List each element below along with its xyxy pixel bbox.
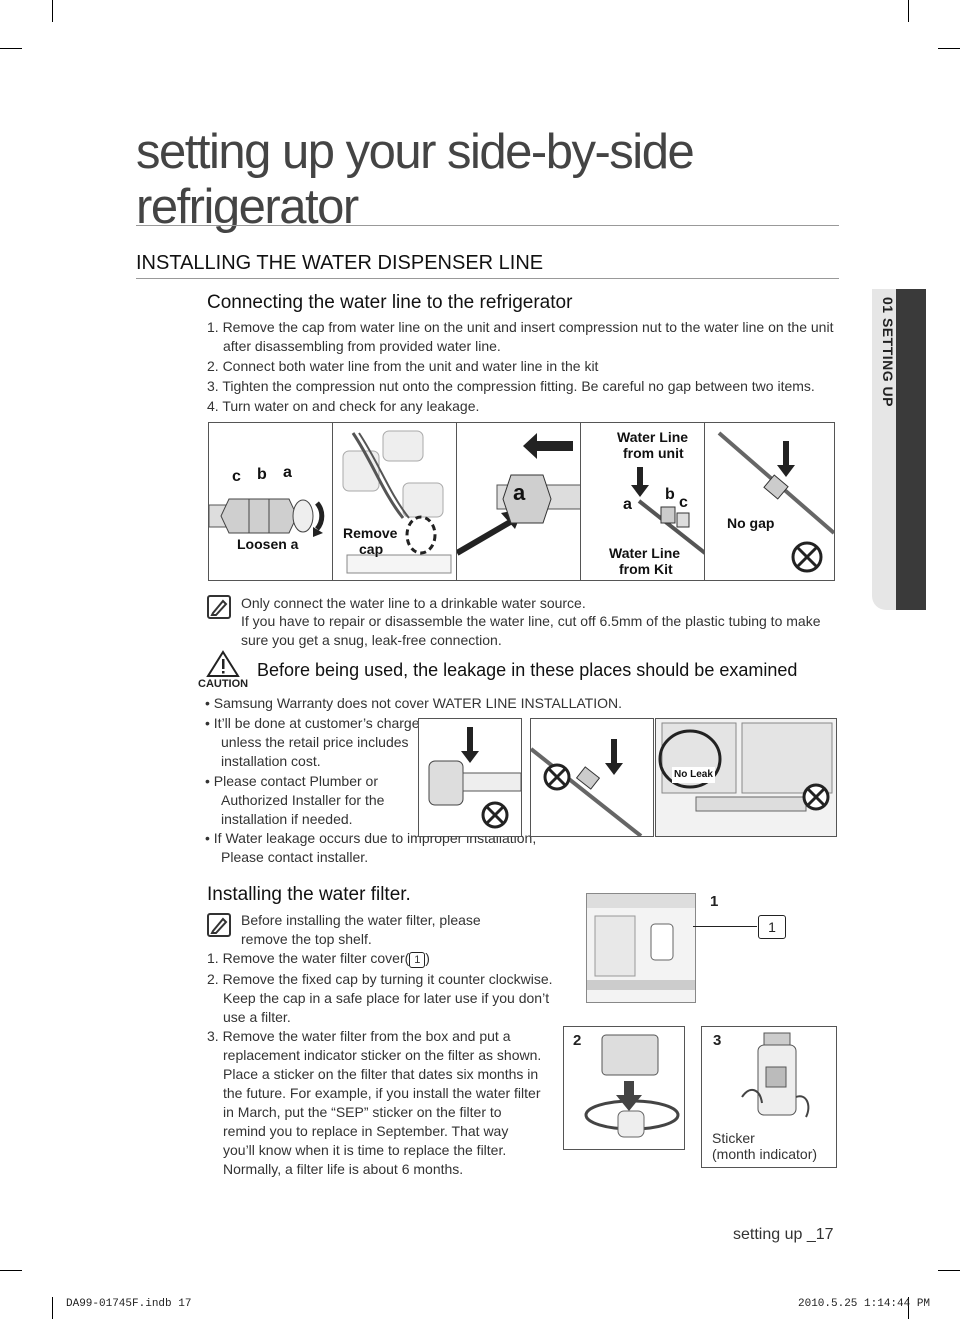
connecting-step-4: 4. Turn water on and check for any leaka… xyxy=(207,398,480,414)
diagram-panel-loosen: c b a Loosen a xyxy=(208,422,334,581)
filter-step-1-text: 1. Remove the water filter cover( xyxy=(207,950,410,966)
title-rule xyxy=(136,225,839,226)
caution-panel-3: No Leak xyxy=(655,718,837,837)
note-line-2: If you have to repair or disassemble the… xyxy=(241,613,821,648)
loosen-label: Loosen a xyxy=(237,536,299,552)
note-pencil-icon-2 xyxy=(207,913,231,937)
remove-label-2: cap xyxy=(359,541,384,557)
fridge-interior-illustration xyxy=(587,894,695,990)
letter-a-large: a xyxy=(513,480,526,505)
crop-mark xyxy=(0,1270,22,1271)
filter-fig-1 xyxy=(586,893,696,1003)
caution-bullet-3: • Please contact Plumber or Authorized I… xyxy=(205,773,385,827)
caution-bullet-2: • It’ll be done at customer’s charge unl… xyxy=(205,715,420,769)
fitting-leak-illustration xyxy=(428,727,521,829)
letter-c-connect: c xyxy=(679,494,688,511)
connect-lines-illustration xyxy=(631,467,705,555)
note-line-1: Only connect the water line to a drinkab… xyxy=(241,595,586,611)
caution-label: CAUTION xyxy=(198,678,249,690)
crop-mark xyxy=(52,1297,53,1319)
crop-mark xyxy=(908,0,909,22)
crop-mark xyxy=(0,48,22,49)
sticker-label-1: Sticker xyxy=(712,1130,755,1146)
caution-bullet-3-text: Please contact Plumber or Authorized Ins… xyxy=(213,773,385,827)
caution-bullet-2-text: It’ll be done at customer’s charge unles… xyxy=(213,715,420,769)
page-title-line2: refrigerator xyxy=(136,180,359,234)
fridge-back-illustration xyxy=(342,430,452,574)
diagram-panel-no-gap: No gap xyxy=(704,422,835,581)
warning-triangle-icon xyxy=(206,650,240,677)
sticker-label-2: (month indicator) xyxy=(712,1146,818,1162)
filter-step-1: 1. Remove the water filter cover(1) xyxy=(207,949,537,968)
diagram-panel-connect: Water Line from unit a b c Water Line fr… xyxy=(580,422,706,581)
letter-c: c xyxy=(232,468,241,485)
page-title-line1: setting up your side-by-side xyxy=(136,125,695,179)
callout-box-1: 1 xyxy=(758,915,786,939)
insert-nut-illustration xyxy=(457,433,581,556)
connecting-step-3: 3. Tighten the compression nut onto the … xyxy=(207,378,815,394)
connecting-heading: Connecting the water line to the refrige… xyxy=(207,292,573,313)
filter-fig-2 xyxy=(563,1026,685,1150)
fig-num-2: 2 xyxy=(573,1032,582,1049)
filter-step-3: 3. Remove the water filter from the box … xyxy=(207,1028,542,1177)
from-kit-label-1: Water Line xyxy=(609,545,681,561)
no-gap-label: No gap xyxy=(727,515,775,531)
filter-heading: Installing the water filter. xyxy=(207,884,411,905)
side-tab-label: 01 SETTING UP xyxy=(880,297,896,407)
note-pencil-icon xyxy=(207,595,231,619)
remove-cap-illustration xyxy=(584,1034,680,1138)
compression-nut-illustration xyxy=(209,498,325,537)
file-date: 2010.5.25 1:14:44 PM xyxy=(798,1298,931,1310)
crop-mark xyxy=(52,0,53,22)
diagram-panel-remove-cap: Remove cap xyxy=(332,422,458,581)
caution-bullet-1: • Samsung Warranty does not cover WATER … xyxy=(205,695,622,711)
from-kit-label-2: from Kit xyxy=(619,561,673,577)
filter-sticker-illustration xyxy=(741,1032,810,1118)
section-heading: INSTALLING THE WATER DISPENSER LINE xyxy=(136,252,544,274)
caution-panel-1 xyxy=(418,718,522,837)
page-number: setting up _17 xyxy=(733,1226,834,1243)
fig-num-3: 3 xyxy=(713,1032,722,1049)
letter-a: a xyxy=(283,464,292,481)
letter-b-connect: b xyxy=(665,486,675,503)
filter-fig-3: Sticker (month indicator) xyxy=(701,1026,837,1168)
caution-panel-2 xyxy=(530,718,654,837)
line-leak-illustration xyxy=(531,739,643,836)
caution-heading: Before being used, the leakage in these … xyxy=(257,660,798,680)
from-unit-label-2: from unit xyxy=(623,445,684,461)
section-rule xyxy=(136,278,839,279)
crop-mark xyxy=(938,48,960,49)
fig-num-1: 1 xyxy=(710,893,719,910)
callout-line xyxy=(693,926,757,927)
filter-note: Before installing the water filter, plea… xyxy=(241,912,481,947)
file-info: DA99-01745F.indb 17 xyxy=(66,1298,192,1310)
diagram-panel-insert: a xyxy=(456,422,582,581)
side-tab-bg xyxy=(872,289,896,610)
filter-step-2: 2. Remove the fixed cap by turning it co… xyxy=(207,971,553,1025)
from-unit-label-1: Water Line xyxy=(617,429,689,445)
crop-mark xyxy=(908,1297,909,1319)
crop-mark xyxy=(938,1270,960,1271)
no-gap-illustration xyxy=(717,431,834,573)
side-tab-dark xyxy=(896,289,926,610)
letter-a-connect: a xyxy=(623,496,632,513)
caution-bullet-1-text: Samsung Warranty does not cover WATER LI… xyxy=(213,695,622,711)
filter-step-1-suffix: ) xyxy=(425,950,430,966)
connecting-step-1: 1. Remove the cap from water line on the… xyxy=(207,319,834,354)
letter-b: b xyxy=(257,466,267,483)
no-leak-label: No Leak xyxy=(672,767,715,783)
callout-1-icon: 1 xyxy=(409,952,426,968)
remove-label-1: Remove xyxy=(343,525,398,541)
connecting-step-2: 2. Connect both water line from the unit… xyxy=(207,358,599,374)
